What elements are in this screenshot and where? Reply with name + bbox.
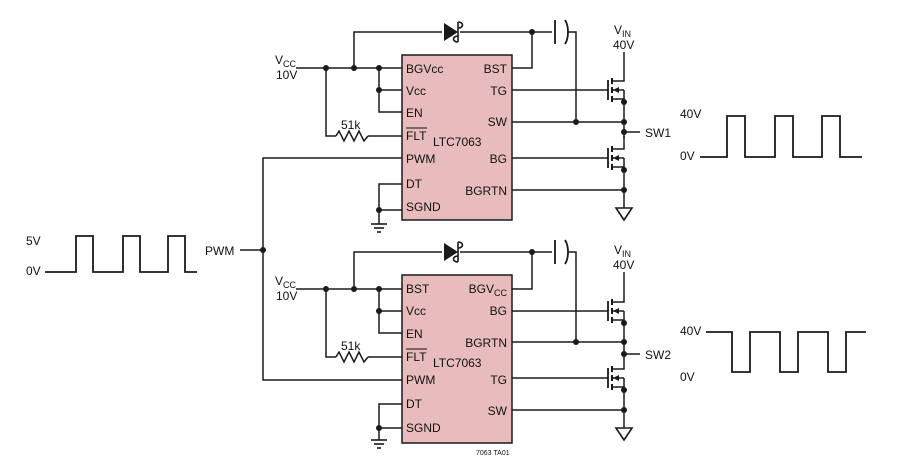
bottom-power-ground	[615, 427, 633, 441]
top-high-side-fet	[583, 67, 625, 113]
bottom-pin-tg: TG	[490, 373, 507, 387]
input-low-label: 0V	[26, 264, 41, 278]
top-vin-value: 40V	[613, 38, 634, 52]
top-pin-pwm: PWM	[406, 152, 435, 166]
pwm-label: PWM	[205, 244, 234, 258]
sw1-waveform-plot: 40V 0V	[680, 107, 862, 163]
figure-id: 7063 TA01	[476, 450, 510, 457]
bottom-pin-bgvcc: BGVCC	[469, 282, 508, 298]
bottom-low-side-fet	[583, 355, 625, 401]
bottom-pin-flt: FLT	[406, 350, 427, 364]
top-pin-dt: DT	[406, 177, 423, 191]
top-bootstrap-cap	[554, 19, 569, 45]
bottom-pin-bg: BG	[490, 304, 507, 318]
top-pin-bgvcc: BGVcc	[406, 62, 443, 76]
top-bootstrap-diode	[443, 21, 464, 43]
top-pin-vcc: Vcc	[406, 84, 426, 98]
sw2-label: SW2	[645, 348, 671, 362]
bottom-vin-label: VIN	[614, 243, 631, 259]
bottom-pin-sw: SW	[488, 404, 508, 418]
pwm-input: PWM 5V 0V	[26, 157, 402, 381]
bottom-pin-bst: BST	[406, 282, 430, 296]
top-vin-label: VIN	[614, 23, 631, 39]
bottom-vcc-value: 10V	[276, 289, 297, 303]
bottom-bootstrap-diode	[443, 241, 464, 263]
top-pin-sgnd: SGND	[406, 200, 441, 214]
bottom-driver-circuit: LTC7063 BST Vcc EN FLT PWM DT SGND BGVCC…	[275, 239, 671, 457]
top-pin-bg: BG	[490, 152, 507, 166]
bottom-chip-body	[401, 274, 513, 444]
bottom-high-side-fet	[583, 288, 625, 334]
sw1-waveform	[700, 115, 862, 158]
bottom-bootstrap-cap	[554, 239, 569, 265]
top-resistor-label: 51k	[341, 118, 361, 132]
bottom-pin-en: EN	[406, 327, 423, 341]
top-pin-bgrtn: BGRTN	[465, 184, 507, 198]
top-pin-sw: SW	[488, 115, 508, 129]
bottom-vcc-label: VCC	[275, 274, 297, 290]
sw2-waveform-plot: 40V 0V	[680, 324, 866, 384]
sw2-low-label: 0V	[680, 370, 695, 384]
top-pin-tg: TG	[490, 84, 507, 98]
bottom-pin-sgnd: SGND	[406, 421, 441, 435]
top-chip-part-label: LTC7063	[433, 135, 482, 149]
sw1-label: SW1	[645, 126, 671, 140]
sw1-high-label: 40V	[680, 107, 701, 121]
bottom-pin-vcc: Vcc	[406, 304, 426, 318]
bottom-pin-bgrtn: BGRTN	[465, 336, 507, 350]
top-power-ground	[615, 207, 633, 221]
bottom-signal-ground	[370, 439, 388, 449]
top-driver-circuit: LTC7063 BGVcc Vcc EN FLT PWM DT SGND BST…	[275, 19, 671, 233]
input-high-label: 5V	[26, 234, 41, 248]
top-low-side-fet	[583, 135, 625, 181]
bottom-vin-value: 40V	[613, 258, 634, 272]
sw1-low-label: 0V	[680, 149, 695, 163]
sw2-high-label: 40V	[680, 324, 701, 338]
bottom-pin-pwm: PWM	[406, 373, 435, 387]
sw2-waveform	[706, 331, 866, 373]
top-vcc-value: 10V	[276, 68, 297, 82]
bottom-pin-dt: DT	[406, 397, 423, 411]
bottom-resistor-label: 51k	[341, 339, 361, 353]
pwm-input-waveform	[45, 235, 197, 273]
top-signal-ground	[370, 223, 388, 233]
top-pin-flt: FLT	[406, 129, 427, 143]
top-pin-en: EN	[406, 106, 423, 120]
top-vcc-label: VCC	[275, 53, 297, 69]
bottom-chip-part-label: LTC7063	[433, 356, 482, 370]
top-chip-body	[401, 54, 513, 221]
top-pin-bst: BST	[484, 62, 508, 76]
